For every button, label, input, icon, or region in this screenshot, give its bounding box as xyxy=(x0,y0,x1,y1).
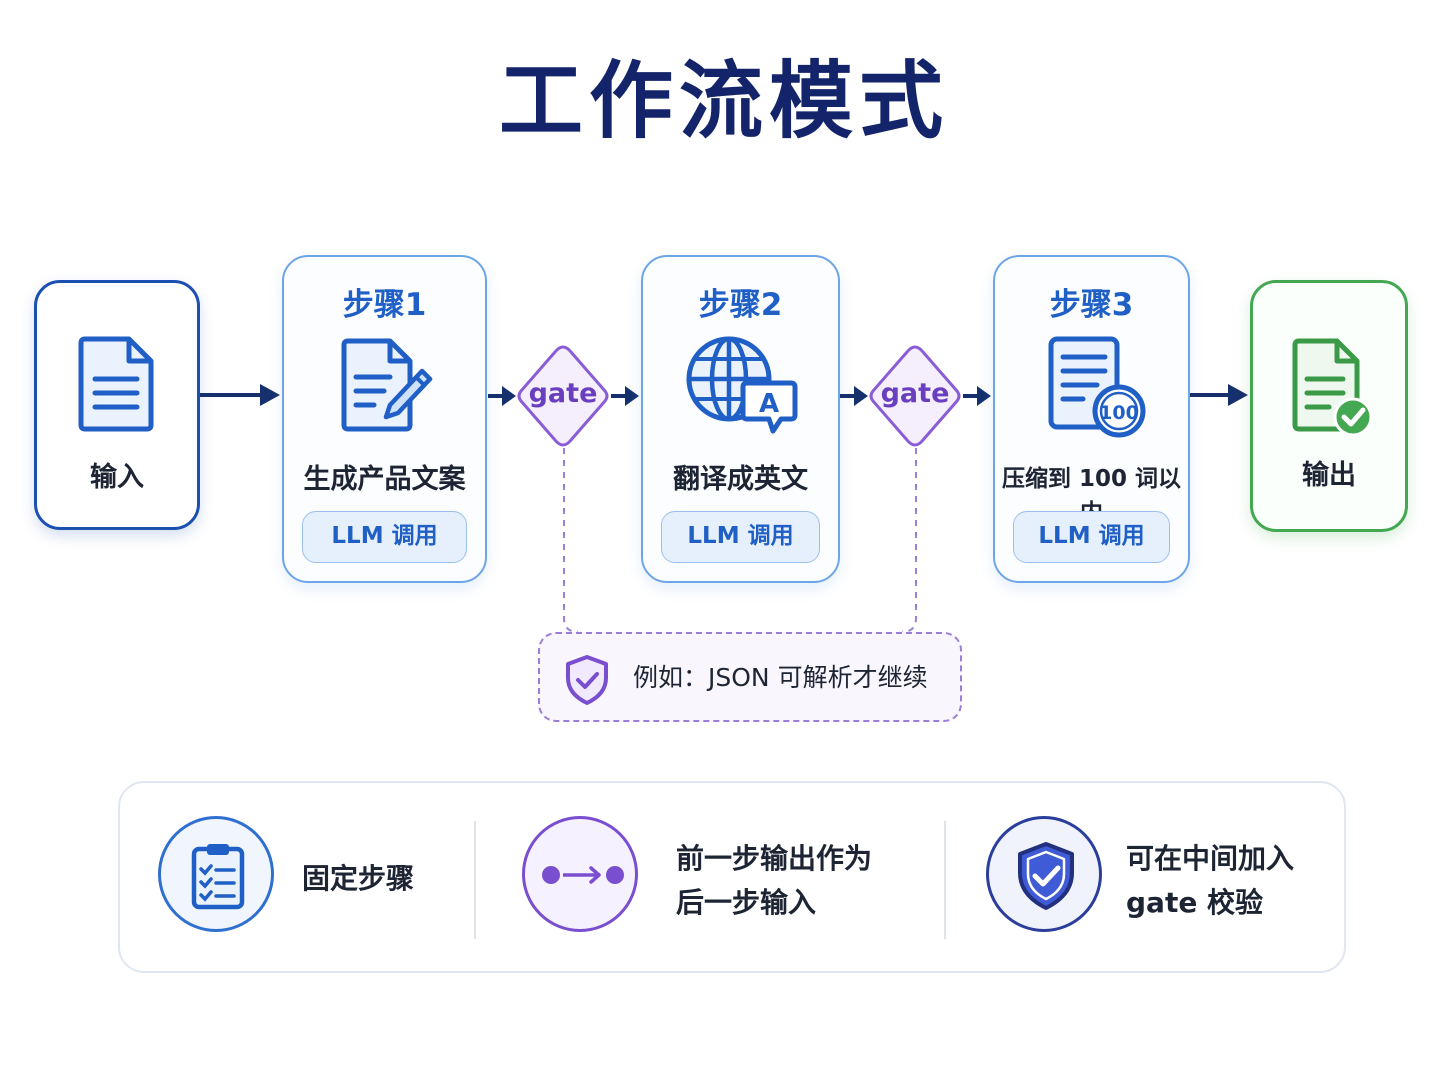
step-3-icon-badge: 100 xyxy=(1099,402,1139,424)
feature-3-line2: gate 校验 xyxy=(1126,886,1264,919)
gate-diamond-icon xyxy=(517,345,609,447)
arrow-right-icon xyxy=(840,386,868,406)
arrow-right-icon xyxy=(200,384,280,406)
divider xyxy=(944,821,946,939)
feature-1-text: 固定步骤 xyxy=(302,857,414,901)
translate-globe-icon: A xyxy=(686,336,798,434)
arrow-right-icon xyxy=(963,386,991,406)
arrow-right-icon xyxy=(1190,384,1248,406)
step-2-llm-badge: LLM 调用 xyxy=(661,511,820,563)
step-2-label: 翻译成英文 xyxy=(673,464,808,495)
gate-diamond-icon xyxy=(869,345,961,447)
gate-connector-lines xyxy=(563,448,917,633)
gate-1-label[interactable]: gate xyxy=(528,378,598,409)
pipeline-flow-icon xyxy=(542,866,624,884)
step-1-title: 步骤1 xyxy=(342,287,427,323)
arrow-right-icon xyxy=(611,386,639,406)
gate-example-note: 例如：JSON 可解析才继续 xyxy=(538,632,962,722)
step-3-node[interactable]: 步骤3 100 压缩到 100 词以内 LLM 调用 xyxy=(993,255,1190,583)
gate-2-label[interactable]: gate xyxy=(880,378,950,409)
feature-1-circle xyxy=(158,816,274,932)
feature-3-circle xyxy=(986,816,1102,932)
step-1-node[interactable]: 步骤1 生成产品文案 LLM 调用 xyxy=(282,255,487,583)
feature-2-text: 前一步输出作为 后一步输入 xyxy=(676,837,872,925)
feature-1-line1: 固定步骤 xyxy=(302,862,415,895)
features-panel: 固定步骤 前一步输出作为 后一步输入 可在中间加入 gate 校验 xyxy=(118,781,1346,973)
feature-3-line1: 可在中间加入 xyxy=(1126,842,1295,875)
feature-2-circle xyxy=(522,816,638,932)
feature-2-line2: 后一步输入 xyxy=(676,886,817,919)
clipboard-checklist-icon xyxy=(191,844,245,910)
output-node[interactable]: 输出 xyxy=(1250,280,1408,532)
shield-check-icon xyxy=(566,655,608,705)
document-icon xyxy=(78,336,154,432)
shield-check-icon xyxy=(1018,842,1074,910)
feature-3-text: 可在中间加入 gate 校验 xyxy=(1126,837,1294,925)
divider xyxy=(474,821,476,939)
compress-document-icon: 100 xyxy=(1048,336,1146,438)
translate-letter: A xyxy=(759,389,779,419)
note-text: 例如：JSON 可解析才继续 xyxy=(633,663,928,692)
step-3-llm-badge: LLM 调用 xyxy=(1013,511,1170,563)
edit-document-icon xyxy=(341,338,433,432)
step-3-title: 步骤3 xyxy=(1049,287,1134,323)
input-node[interactable]: 输入 xyxy=(34,280,200,530)
arrow-right-icon xyxy=(488,386,516,406)
input-label: 输入 xyxy=(90,462,144,493)
document-check-icon xyxy=(1292,338,1373,437)
output-label: 输出 xyxy=(1302,460,1356,491)
step-2-node[interactable]: 步骤2 A 翻译成英文 LLM 调用 xyxy=(641,255,840,583)
step-1-label: 生成产品文案 xyxy=(303,464,466,495)
page-title: 工作流模式 xyxy=(498,52,949,150)
step-2-title: 步骤2 xyxy=(698,287,783,323)
step-1-llm-badge: LLM 调用 xyxy=(302,511,467,563)
feature-2-line1: 前一步输出作为 xyxy=(676,842,873,875)
